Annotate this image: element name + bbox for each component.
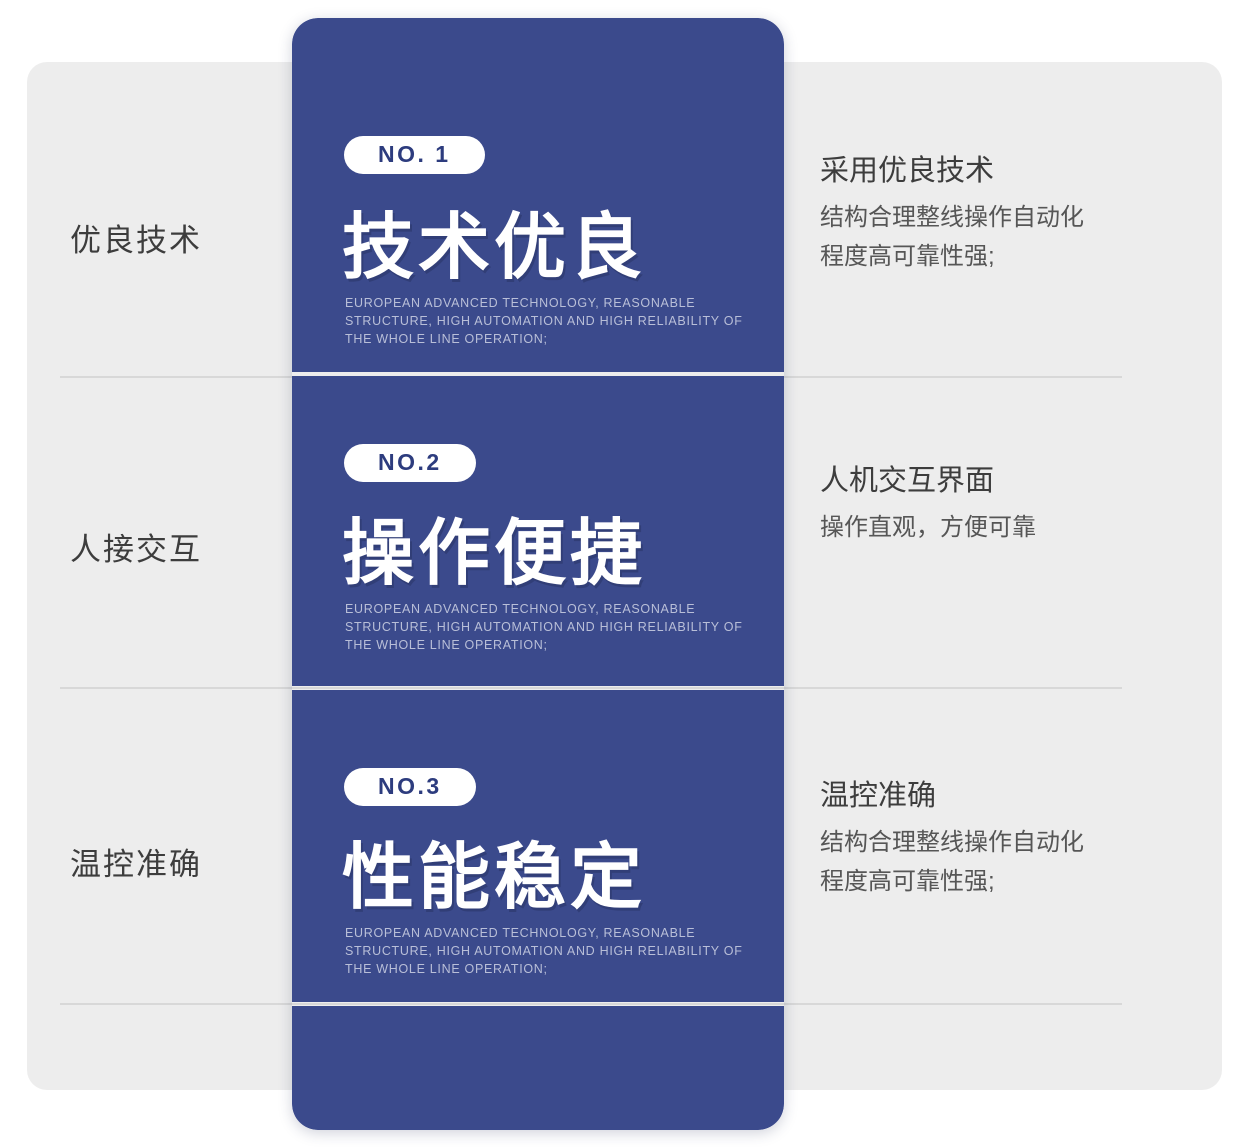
right-heading-1: 采用优良技术 (820, 155, 995, 187)
card-english-caption-1: EUROPEAN ADVANCED TECHNOLOGY, REASONABLE… (345, 296, 743, 347)
feature-card-3[interactable]: NO.3 性能稳定 EUROPEAN ADVANCED TECHNOLOGY, … (292, 690, 784, 1002)
card-english-caption-3: EUROPEAN ADVANCED TECHNOLOGY, REASONABLE… (345, 926, 743, 977)
right-line-2-1: 操作直观，方便可靠 (820, 514, 1036, 542)
left-label-1: 优良技术 (70, 223, 202, 258)
left-label-2: 人接交互 (70, 532, 202, 567)
right-description-column: 采用优良技术 结构合理整线操作自动化 程度高可靠性强; 人机交互界面 操作直观，… (820, 62, 1200, 1090)
feature-card-2[interactable]: NO.2 操作便捷 EUROPEAN ADVANCED TECHNOLOGY, … (292, 376, 784, 686)
feature-card-footer-block (292, 1006, 784, 1130)
feature-card-column: NO. 1 技术优良 EUROPEAN ADVANCED TECHNOLOGY,… (292, 18, 784, 1130)
right-block-2: 人机交互界面 操作直观，方便可靠 (820, 462, 1200, 548)
feature-card-1[interactable]: NO. 1 技术优良 EUROPEAN ADVANCED TECHNOLOGY,… (292, 18, 784, 372)
right-block-3: 温控准确 结构合理整线操作自动化 程度高可靠性强; (820, 777, 1200, 902)
card-english-caption-2: EUROPEAN ADVANCED TECHNOLOGY, REASONABLE… (345, 602, 743, 653)
left-label-3: 温控准确 (70, 847, 202, 882)
row-divider-3 (60, 1003, 1122, 1005)
card-badge-3: NO.3 (344, 768, 476, 806)
card-headline-2: 操作便捷 (342, 514, 647, 594)
right-line-1-1: 结构合理整线操作自动化 (820, 204, 1084, 232)
left-label-column: 优良技术 人接交互 温控准确 (60, 62, 290, 1090)
card-badge-1: NO. 1 (344, 136, 485, 174)
right-heading-3: 温控准确 (820, 780, 937, 812)
card-badge-2: NO.2 (344, 444, 476, 482)
right-heading-2: 人机交互界面 (820, 465, 995, 497)
right-line-3-1: 结构合理整线操作自动化 (820, 829, 1084, 857)
right-line-1-2: 程度高可靠性强; (820, 243, 995, 271)
right-block-1: 采用优良技术 结构合理整线操作自动化 程度高可靠性强; (820, 152, 1200, 277)
card-headline-3: 性能稳定 (342, 838, 647, 918)
right-line-3-2: 程度高可靠性强; (820, 868, 995, 896)
card-headline-1: 技术优良 (342, 208, 647, 288)
row-divider-2 (60, 687, 1122, 689)
